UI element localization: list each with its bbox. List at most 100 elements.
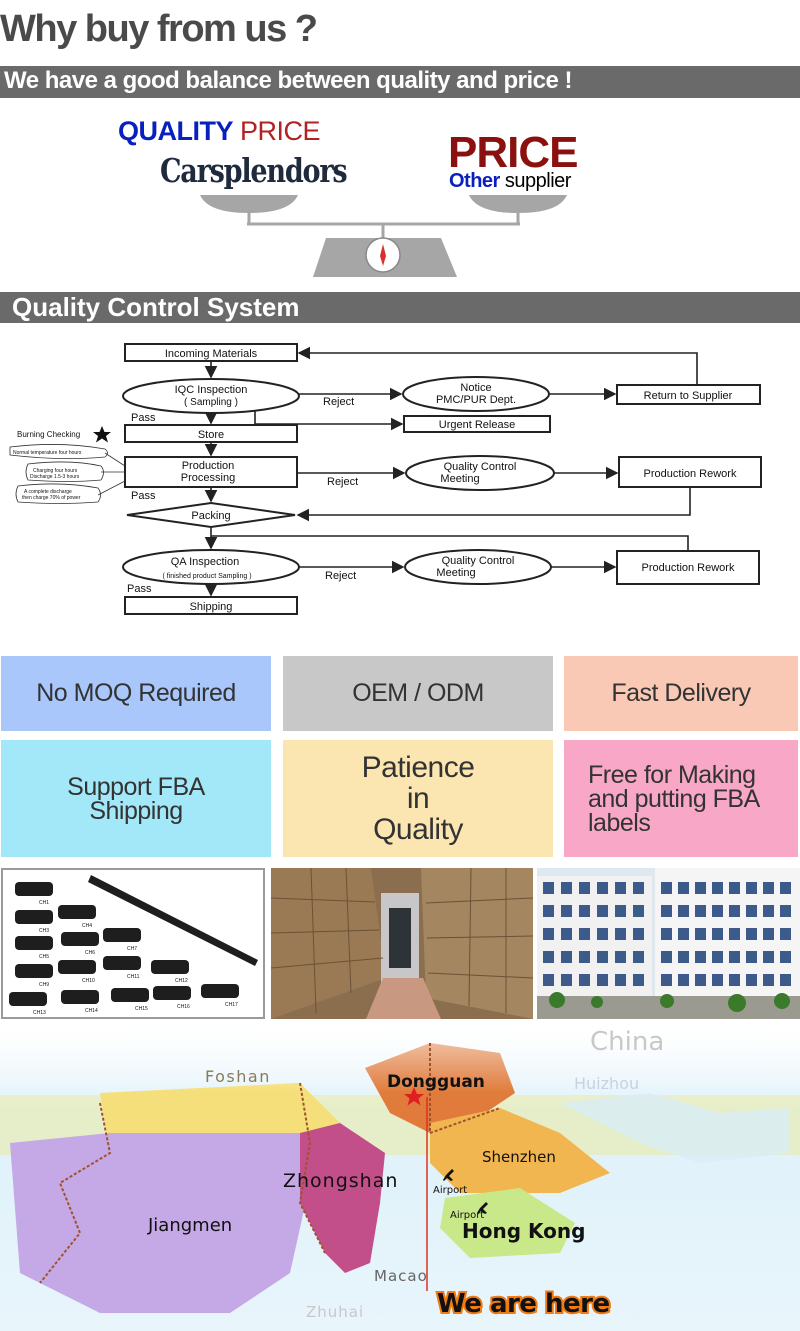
wiper-connector: [103, 956, 141, 970]
building-window: [579, 882, 590, 894]
building-window: [712, 905, 723, 917]
map-label-huizhou: Huizhou: [574, 1074, 639, 1093]
building-window: [543, 928, 554, 940]
building-window: [695, 905, 706, 917]
label-shipping: Shipping: [190, 601, 233, 613]
building-window: [579, 951, 590, 963]
building-window: [729, 974, 740, 986]
building-window: [746, 974, 757, 986]
building-window: [597, 951, 608, 963]
building-window: [695, 928, 706, 940]
side-note-2a: Charging four hours: [33, 468, 78, 474]
side-note-2b: Discharge 1.5-3 hours: [30, 474, 80, 480]
building-window: [729, 928, 740, 940]
building-window: [729, 951, 740, 963]
scale-needle: [380, 244, 386, 266]
feature-tile-oem-odm: OEM / ODM: [283, 656, 553, 731]
dongguan-star-icon: [404, 1087, 424, 1106]
building-window: [746, 928, 757, 940]
wiper-code-label: CH13: [33, 1010, 46, 1016]
building-window: [615, 882, 626, 894]
wiper-connector: [201, 984, 239, 998]
building-window: [579, 974, 590, 986]
wiper-connector: [61, 932, 99, 946]
left-scale-pan: [200, 195, 298, 213]
wiper-code-label: CH4: [82, 923, 92, 929]
label-rework-1: Production Rework: [644, 468, 737, 480]
building-window: [678, 928, 689, 940]
building-window: [695, 951, 706, 963]
map-label-airport-1: Airport: [433, 1185, 467, 1196]
map-label-airport-2: Airport: [450, 1210, 484, 1221]
building-window: [695, 974, 706, 986]
building-window: [633, 974, 644, 986]
building-window: [615, 974, 626, 986]
map-label-foshan: Foshan: [205, 1067, 271, 1086]
building-window: [712, 882, 723, 894]
label-qcm1-1: Quality Control: [444, 461, 517, 473]
node-production: [124, 456, 298, 488]
label-urgent-release: Urgent Release: [439, 419, 515, 431]
wiper-code-label: CH1: [39, 900, 49, 906]
node-return-supplier: [616, 384, 761, 405]
wiper-code-label: CH6: [85, 950, 95, 956]
map-label-hongkong: Hong Kong: [462, 1219, 585, 1243]
building-window: [678, 951, 689, 963]
map-region-hongkong: [440, 1188, 575, 1258]
building-window: [763, 882, 774, 894]
building-window: [543, 905, 554, 917]
building-window: [661, 905, 672, 917]
building-window: [597, 905, 608, 917]
building-window: [729, 905, 740, 917]
right-scale-pan: [469, 195, 567, 213]
wiper-connector: [15, 910, 53, 924]
feature-tile-no-moq: No MOQ Required: [1, 656, 271, 731]
factory-illustration: [537, 868, 800, 1019]
label-qcm1-2: Meeting: [440, 473, 479, 485]
warehouse-illustration: [271, 868, 533, 1019]
building-window: [780, 905, 791, 917]
building-window: [661, 951, 672, 963]
wiper-code-label: CH14: [85, 1008, 98, 1014]
map-label-jiangmen: Jiangmen: [147, 1215, 232, 1236]
balance-scale-graphic: [200, 195, 567, 277]
node-urgent-release: [403, 415, 551, 433]
map-label-dongguan: Dongguan: [387, 1072, 485, 1092]
building-window: [712, 951, 723, 963]
balance-tagline-banner: We have a good balance between quality a…: [0, 66, 800, 98]
wiper-code-label: CH17: [225, 1002, 238, 1008]
building-window: [597, 974, 608, 986]
airplane-icon: [443, 1169, 454, 1181]
building-window: [763, 905, 774, 917]
building-window: [561, 928, 572, 940]
node-production-rework-1: [618, 456, 762, 488]
wiper-connector: [103, 928, 141, 942]
price-label: PRICE: [448, 128, 578, 177]
building-window: [729, 882, 740, 894]
map-label-zhuhai: Zhuhai: [306, 1303, 364, 1321]
wiper-code-label: CH5: [39, 954, 49, 960]
building-window: [746, 905, 757, 917]
wiper-code-label: CH3: [39, 928, 49, 934]
building-window: [712, 928, 723, 940]
wiper-connector: [58, 905, 96, 919]
label-pass-3: Pass: [127, 583, 152, 595]
wiper-connector: [15, 882, 53, 896]
label-qcm2-2: Meeting: [436, 567, 475, 579]
building-window: [661, 928, 672, 940]
wiper-blade: [88, 875, 258, 966]
building-window: [763, 951, 774, 963]
label-pass-2: Pass: [131, 490, 156, 502]
warehouse-photo: [271, 868, 533, 1019]
building-window: [543, 882, 554, 894]
building-window: [633, 951, 644, 963]
feature-tile-patience-quality: Patience in Quality: [283, 740, 553, 857]
label-qcm2-1: Quality Control: [442, 555, 515, 567]
map-region-zhongshan: [300, 1123, 385, 1273]
node-shipping: [124, 596, 298, 615]
feature-tile-fba-labels: Free for Making and putting FBA labels: [564, 740, 798, 857]
building-window: [633, 882, 644, 894]
building-window: [746, 882, 757, 894]
label-reject-1: Reject: [323, 396, 354, 408]
